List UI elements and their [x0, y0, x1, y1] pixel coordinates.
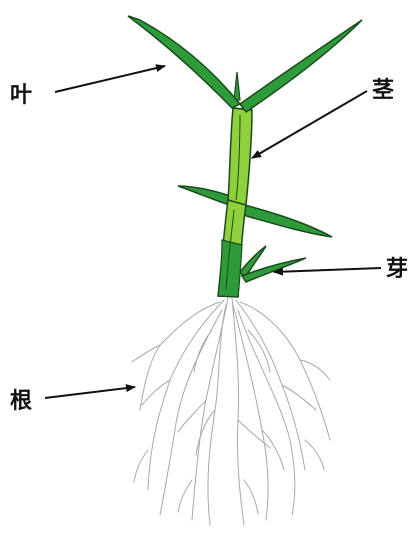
leaf-arrow [55, 66, 165, 92]
stem-label: 茎 [372, 77, 394, 103]
root-system [132, 298, 330, 525]
lower-right-leaf [243, 205, 332, 237]
top-tip [234, 72, 240, 100]
root-arrow [45, 387, 135, 398]
bud-arrow [274, 268, 381, 272]
upper-left-leaf [128, 16, 240, 108]
leaf-label: 叶 [10, 83, 32, 108]
stem-arrow [252, 91, 367, 158]
root-label: 根 [10, 389, 32, 414]
bud-label: 芽 [386, 257, 408, 282]
upper-right-leaf [240, 20, 362, 112]
